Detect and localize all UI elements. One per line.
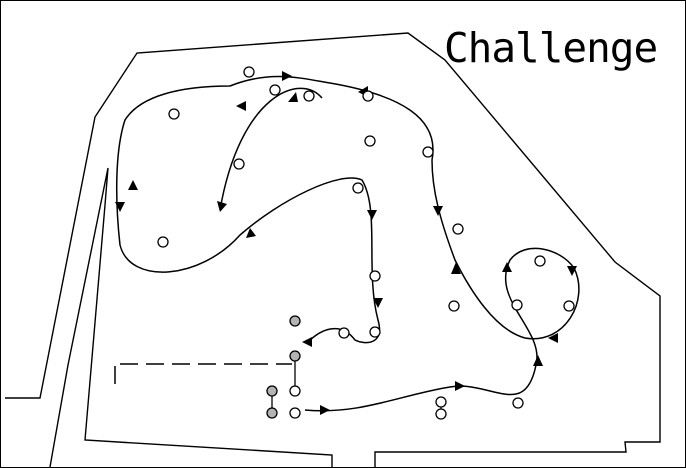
cone xyxy=(362,90,374,102)
cone xyxy=(452,223,464,235)
cone xyxy=(233,158,245,170)
cone xyxy=(168,108,180,120)
outer-boundary xyxy=(5,32,661,467)
arrow-right-down xyxy=(433,206,443,216)
arrow-finish xyxy=(302,337,312,347)
driving-path-top-loop xyxy=(219,87,323,211)
cone xyxy=(157,236,169,248)
arrow-center-down xyxy=(367,210,377,220)
open-cones xyxy=(157,66,575,420)
filled-cone xyxy=(289,350,301,362)
arrow-loop-bottom xyxy=(548,333,558,343)
arrow-top-left xyxy=(236,101,246,111)
arrow-mid-up xyxy=(451,262,461,274)
cone xyxy=(369,326,381,338)
arrow-top-right xyxy=(282,71,292,81)
cone xyxy=(289,407,301,419)
filled-cone xyxy=(266,385,278,397)
filled-cone xyxy=(289,315,301,327)
arrow-bottom-start xyxy=(320,405,330,415)
cone xyxy=(512,397,524,409)
arrow-loop-right xyxy=(567,266,577,276)
cone xyxy=(289,385,301,397)
cone xyxy=(364,135,376,147)
cone xyxy=(511,299,523,311)
direction-arrows xyxy=(115,71,577,415)
arrow-center-up xyxy=(246,228,256,238)
driving-path xyxy=(115,75,580,412)
cone xyxy=(422,146,434,158)
arrow-lower-right xyxy=(373,298,383,308)
arrow-left-up xyxy=(128,180,138,190)
cone xyxy=(243,66,255,78)
cone xyxy=(534,255,546,267)
cone xyxy=(448,300,460,312)
cone xyxy=(352,182,364,194)
filled-cones xyxy=(266,315,301,419)
arrow-loop-left xyxy=(502,262,512,272)
cone xyxy=(338,327,350,339)
cone xyxy=(563,300,575,312)
cone xyxy=(269,84,281,96)
cone xyxy=(435,396,447,408)
inner-boundary xyxy=(49,167,333,468)
cone xyxy=(303,90,315,102)
cone xyxy=(435,408,447,420)
arrow-diag xyxy=(288,92,298,102)
arrow-right-up xyxy=(533,355,543,366)
diagram-title: Challenge xyxy=(444,24,658,72)
arrow-left-down xyxy=(115,202,125,212)
arrow-diag-down xyxy=(217,201,227,212)
filled-cone xyxy=(266,407,278,419)
cone xyxy=(369,270,381,282)
arrow-bottom-mid xyxy=(455,381,465,391)
